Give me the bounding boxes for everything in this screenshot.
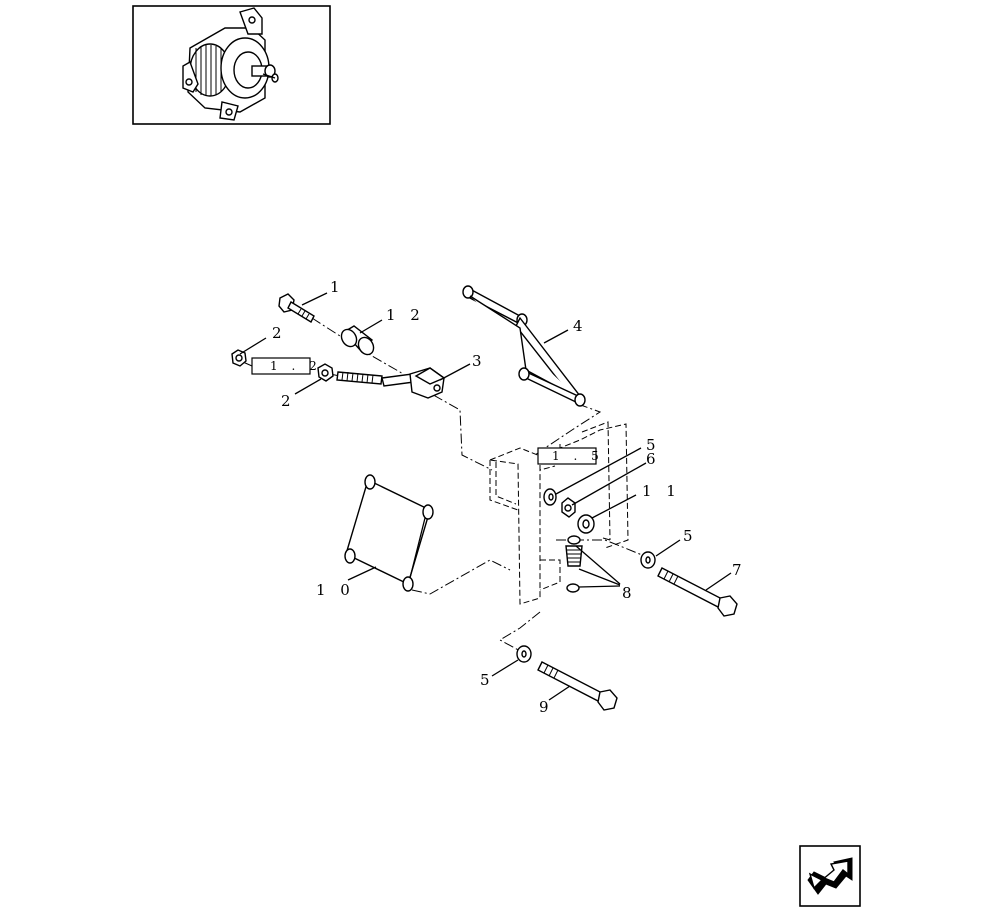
arm-part-4: [462, 285, 586, 407]
next-page-arrow-icon[interactable]: [799, 845, 861, 907]
reference-text-b: 1 . 5: [552, 449, 604, 463]
bolt-part-1: [278, 293, 315, 323]
rod-clevis-part-3: [336, 367, 446, 399]
spring-part-8: [565, 535, 583, 593]
callout-2-lower: 2: [281, 392, 296, 410]
reference-text-a: 1 . 2: [270, 359, 322, 373]
callout-10: 1 0: [316, 581, 355, 599]
callout-5-lower: 5: [480, 671, 495, 689]
pedal-part-10: [344, 474, 434, 592]
nut-part-2-left: [231, 349, 247, 367]
callout-1: 1: [330, 278, 345, 296]
washer-part-5-upper: [543, 488, 557, 506]
callout-9: 9: [539, 698, 554, 716]
nut-part-2-right: [317, 363, 334, 382]
washer-part-5-lower: [516, 645, 532, 663]
leader-lines: [239, 292, 732, 701]
callout-8: 8: [622, 584, 637, 602]
callout-11: 1 1: [642, 482, 681, 500]
callout-7: 7: [732, 561, 747, 579]
spacer-part-12: [340, 325, 375, 356]
callout-5-right: 5: [683, 527, 698, 545]
reference-box-a[interactable]: 1 . 2: [251, 357, 322, 375]
bracket-outline: [488, 421, 629, 605]
washer-part-5-right: [640, 551, 656, 569]
bushing-part-11: [577, 514, 595, 534]
nut-part-6: [561, 497, 576, 518]
callout-5-upper: 5: [646, 436, 661, 454]
callout-3: 3: [472, 352, 487, 370]
bolt-part-7: [657, 567, 738, 617]
callout-labels: 1 1 2 2 2 3 4 5 6 1 1 5 7 8 1 0 5 9: [272, 278, 747, 716]
callout-2-upper: 2: [272, 324, 287, 342]
callout-12: 1 2: [386, 306, 425, 324]
callout-6: 6: [646, 450, 661, 468]
reference-box-b[interactable]: 1 . 5: [537, 447, 604, 465]
bolt-part-9: [537, 661, 618, 711]
alternator-thumbnail-icon: [132, 5, 331, 125]
callout-4: 4: [573, 317, 588, 335]
